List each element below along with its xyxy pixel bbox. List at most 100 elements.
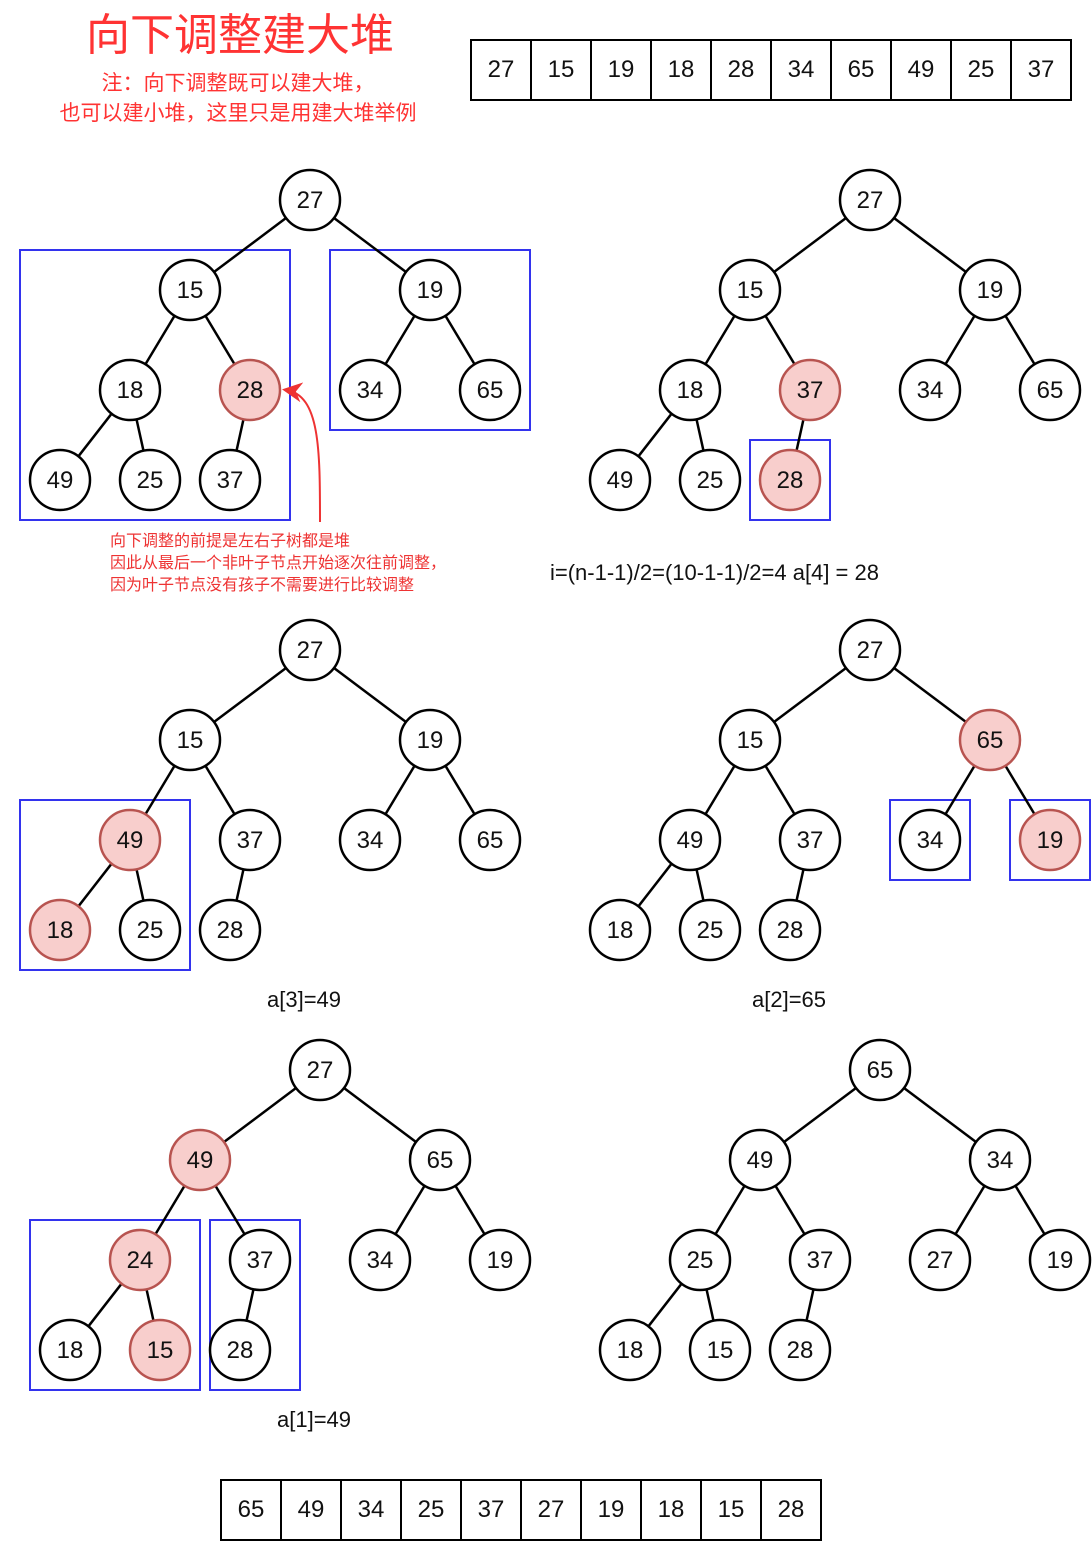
tree-node-highlighted xyxy=(108,1228,172,1292)
tree-node xyxy=(718,708,782,772)
subtree-box xyxy=(19,799,191,971)
tree-node-highlighted xyxy=(168,1128,232,1192)
tree-node xyxy=(158,708,222,772)
tree-edge xyxy=(444,765,476,815)
subtree-box xyxy=(1009,799,1091,881)
tree-edge xyxy=(204,765,236,815)
tree-node xyxy=(758,898,822,962)
tree-node-value: 27 xyxy=(857,637,884,664)
tree-node-highlighted xyxy=(218,358,282,422)
tree-node-value: 49 xyxy=(187,1147,214,1174)
tree-edge xyxy=(695,869,705,901)
tree-node-value: 34 xyxy=(367,1247,394,1274)
tree-edge xyxy=(647,1282,683,1328)
tree-node-value: 37 xyxy=(797,377,824,404)
tree-node-value: 19 xyxy=(417,727,444,754)
tree-node xyxy=(588,898,652,962)
step5-label: a[1]=49 xyxy=(277,1407,352,1432)
tree-node-value: 37 xyxy=(807,1247,834,1274)
tree-node-value: 65 xyxy=(477,827,504,854)
final-array-cell: 28 xyxy=(777,1496,805,1523)
tree-node-value: 34 xyxy=(917,827,944,854)
tree-node xyxy=(788,1228,852,1292)
tree-edge xyxy=(783,1087,857,1143)
tree-node-value: 27 xyxy=(857,187,884,214)
tree-node xyxy=(118,448,182,512)
tree-node-value: 49 xyxy=(47,467,74,494)
tree-edge xyxy=(145,1289,155,1321)
tree-edge xyxy=(893,667,967,723)
step1-formula: i=(n-1-1)/2=(10-1-1)/2=4 a[4] = 28 xyxy=(550,560,879,585)
initial-array-cell: 15 xyxy=(532,41,592,99)
tree-node-value: 18 xyxy=(677,377,704,404)
tree-edge xyxy=(235,419,245,451)
tree-node xyxy=(468,1228,532,1292)
tree-node-value: 18 xyxy=(617,1337,644,1364)
initial-array-cell: 18 xyxy=(652,41,712,99)
tree-node-value: 15 xyxy=(707,1337,734,1364)
tree-edge xyxy=(77,412,113,458)
tree-node-value: 15 xyxy=(737,277,764,304)
tree-node-value: 15 xyxy=(737,727,764,754)
initial-array-cell: 65 xyxy=(832,41,892,99)
tree-node-value: 24 xyxy=(127,1247,154,1274)
tree-node-value: 19 xyxy=(1037,827,1064,854)
subtree-box xyxy=(29,1219,201,1391)
tree-node xyxy=(338,808,402,872)
final-array-cell: 49 xyxy=(282,1481,342,1539)
tree-edge xyxy=(135,869,145,901)
precondition-note: 向下调整的前提是左右子树都是堆 因此从最后一个非叶子节点开始逐次往前调整， 因为… xyxy=(110,530,446,596)
tree-node xyxy=(458,808,522,872)
tree-node-value: 34 xyxy=(357,377,384,404)
tree-node xyxy=(98,358,162,422)
tree-edge xyxy=(764,765,796,815)
tree-edge xyxy=(764,315,796,365)
tree-node-highlighted xyxy=(1018,808,1082,872)
note-line-3: 因为叶子节点没有孩子不需要进行比较调整 xyxy=(110,575,415,594)
tree-edge xyxy=(944,765,976,815)
tree-edge xyxy=(1004,315,1036,365)
tree-node xyxy=(398,258,462,322)
tree-node-highlighted xyxy=(98,808,162,872)
initial-array-cell: 19 xyxy=(592,41,652,99)
tree-edge xyxy=(384,765,416,815)
final-array-cell: 19 xyxy=(582,1481,642,1539)
tree-node xyxy=(718,258,782,322)
tree-node xyxy=(848,1038,912,1102)
tree-node xyxy=(898,808,962,872)
tree-node xyxy=(678,448,742,512)
tree-edge xyxy=(454,1185,486,1235)
tree-edge xyxy=(695,419,705,451)
tree-node-value: 15 xyxy=(177,277,204,304)
tree-edge xyxy=(805,1289,815,1321)
tree-edge xyxy=(637,862,673,908)
tree-edge xyxy=(944,315,976,365)
tree-node-value: 65 xyxy=(1037,377,1064,404)
tree-edge xyxy=(223,1087,297,1143)
tree-node-value: 25 xyxy=(137,917,164,944)
tree-node xyxy=(158,258,222,322)
tree-node xyxy=(688,1318,752,1382)
tree-edge xyxy=(87,1282,123,1328)
tree-node xyxy=(1028,1228,1092,1292)
tree-edge xyxy=(704,315,736,365)
subtitle-line-1: 注：向下调整既可以建大堆， xyxy=(101,71,375,95)
tree-node xyxy=(968,1128,1032,1192)
subtree-box xyxy=(209,1219,301,1391)
subtree-box xyxy=(329,249,531,431)
tree-edge xyxy=(773,667,847,723)
tree-edge xyxy=(245,1289,255,1321)
tree-node-value: 65 xyxy=(977,727,1004,754)
tree-edge xyxy=(444,315,476,365)
tree-node xyxy=(198,898,262,962)
tree-node-value: 19 xyxy=(417,277,444,304)
tree-node xyxy=(288,1038,352,1102)
final-array-cell: 25 xyxy=(402,1481,462,1539)
tree-edge xyxy=(204,315,236,365)
